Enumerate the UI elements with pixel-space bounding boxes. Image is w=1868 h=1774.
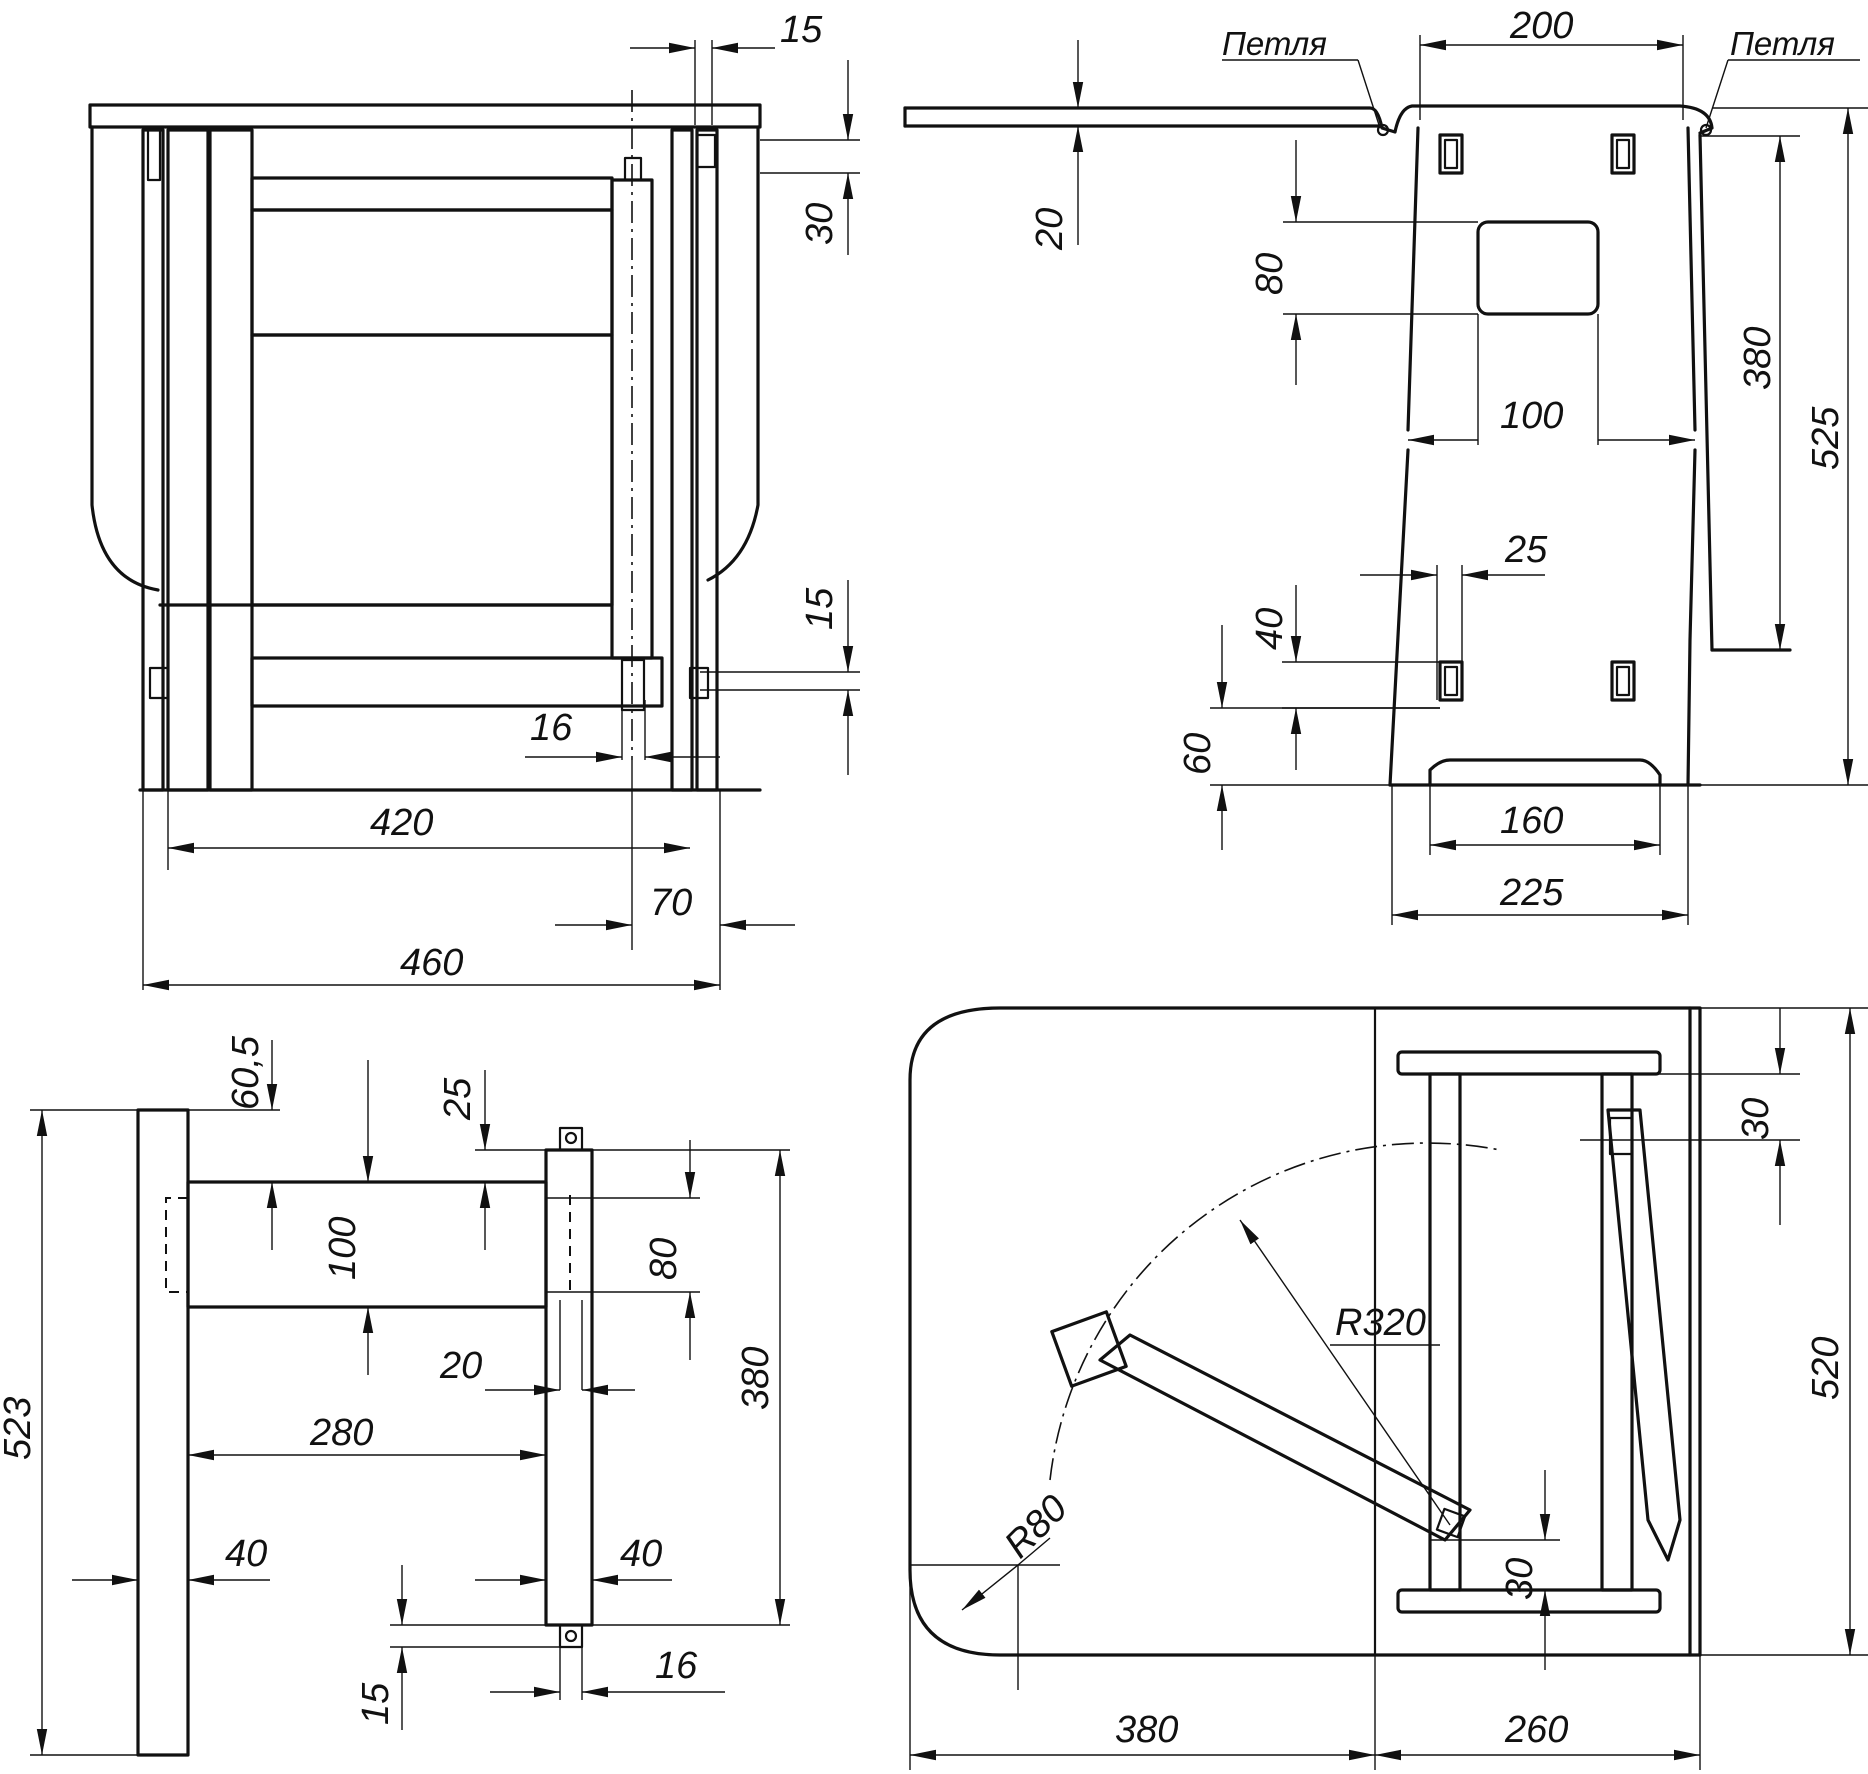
dim-100-leg: 100 <box>322 1217 364 1280</box>
dim-380-plan: 380 <box>1115 1709 1178 1751</box>
dim-30-plan-a: 30 <box>1735 1098 1777 1140</box>
dim-40-side: 40 <box>1249 608 1291 650</box>
dim-200: 200 <box>1509 5 1573 47</box>
dim-30-plan-b: 30 <box>1499 1558 1541 1600</box>
dim-16-leg: 16 <box>655 1645 698 1687</box>
dim-40-leg-b: 40 <box>620 1533 662 1575</box>
radius-320: R320 <box>1335 1302 1426 1344</box>
radius-80: R80 <box>997 1487 1076 1566</box>
dim-15-leg: 15 <box>355 1682 397 1725</box>
dim-280: 280 <box>309 1412 373 1454</box>
dim-20: 20 <box>1029 208 1071 251</box>
dim-30: 30 <box>799 203 841 245</box>
dim-80-side: 80 <box>1249 253 1291 295</box>
dim-260: 260 <box>1504 1709 1568 1751</box>
dim-25-leg: 25 <box>437 1077 479 1121</box>
dim-380-side: 380 <box>1737 327 1779 390</box>
dim-16: 16 <box>530 707 573 749</box>
leg-detail-view: 523 60,5 100 25 80 380 20 280 40 40 <box>0 1035 790 1757</box>
dim-20-leg: 20 <box>439 1345 482 1387</box>
dim-380-leg: 380 <box>735 1347 777 1410</box>
dim-225: 225 <box>1499 872 1564 914</box>
dim-15-mid: 15 <box>799 587 841 630</box>
dim-160: 160 <box>1500 800 1563 842</box>
dim-525: 525 <box>1805 406 1847 470</box>
dim-523: 523 <box>0 1397 39 1460</box>
dim-520: 520 <box>1805 1337 1847 1400</box>
dim-420: 420 <box>370 802 433 844</box>
side-view: 200 Петля Петля 20 80 100 380 525 25 <box>903 5 1868 925</box>
dim-40-leg-a: 40 <box>225 1533 267 1575</box>
hinge-label-right: Петля <box>1730 25 1835 62</box>
front-view: 15 30 15 16 420 70 460 <box>88 9 860 991</box>
plan-view: R320 R80 30 30 520 380 260 <box>908 1006 1868 1770</box>
dim-460: 460 <box>400 942 463 984</box>
dim-25-side: 25 <box>1504 529 1548 571</box>
hinge-label-left: Петля <box>1222 25 1327 62</box>
dim-60: 60 <box>1177 733 1219 775</box>
dim-80-leg: 80 <box>643 1238 685 1280</box>
dim-15-top: 15 <box>780 9 823 51</box>
dim-100-side: 100 <box>1500 395 1563 437</box>
dim-60-5: 60,5 <box>225 1035 267 1110</box>
dim-70: 70 <box>650 882 692 924</box>
